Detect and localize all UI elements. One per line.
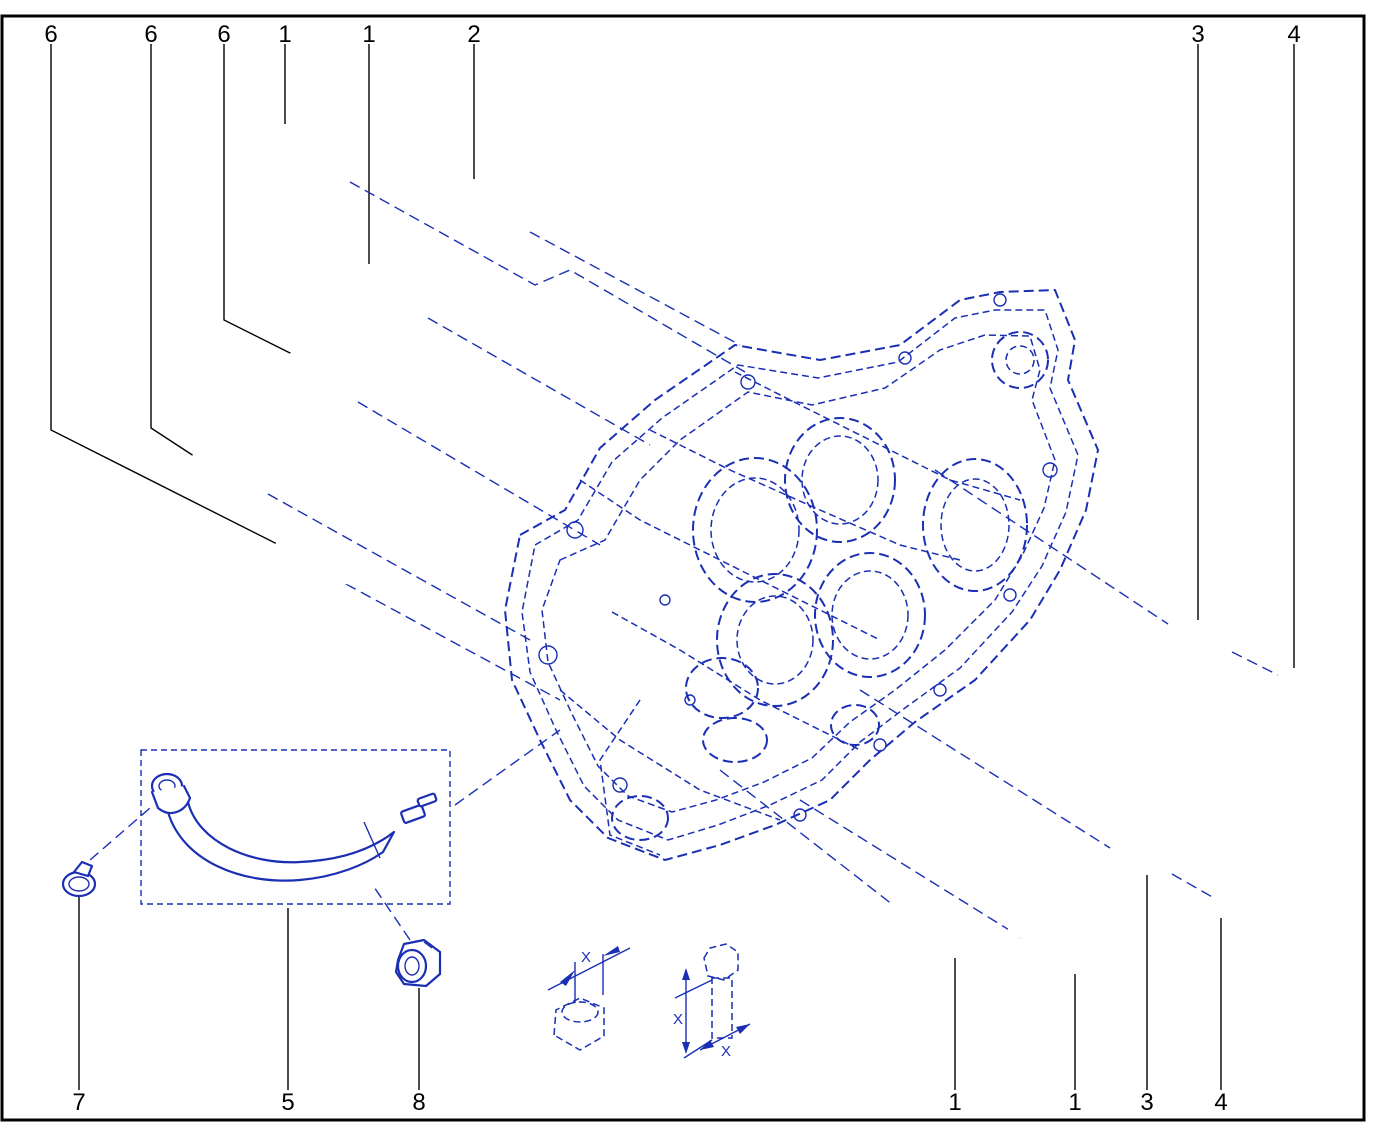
dimension-x-label: X (581, 949, 591, 966)
stud-3 (1113, 842, 1173, 878)
breather-hose-assembly (140, 749, 451, 905)
callout-6: 6 (144, 21, 157, 48)
callout-1: 1 (362, 21, 375, 48)
callout-1: 1 (278, 21, 291, 48)
hose-clamp-7 (61, 860, 97, 898)
bolt-6 (187, 442, 294, 503)
callout-2: 2 (467, 21, 480, 48)
bolt-dimension-legend: X X (673, 943, 751, 1060)
bolt-1 (1003, 911, 1108, 982)
stud-3 (1171, 620, 1231, 656)
callout-1: 1 (948, 1089, 961, 1116)
connector-8 (394, 938, 442, 988)
callout-8: 8 (412, 1089, 425, 1116)
diagram-frame (0, 14, 1366, 1122)
callout-7: 7 (72, 1089, 85, 1116)
transmission-housing (504, 289, 1099, 861)
callout-6: 6 (44, 21, 57, 48)
callout-3: 3 (1140, 1089, 1153, 1116)
nut-4 (1210, 892, 1236, 918)
dimension-x-label: X (673, 1011, 683, 1028)
callout-4: 4 (1214, 1089, 1227, 1116)
bolt-1 (339, 256, 444, 324)
callout-labels: 6 6 6 1 1 2 3 4 7 5 8 1 1 3 4 (44, 21, 1300, 1116)
bolt-2 (445, 172, 551, 237)
bolt-1 (881, 895, 986, 966)
nut-dimension-legend: X (547, 946, 631, 1051)
callout-6: 6 (217, 21, 230, 48)
callout-1: 1 (1068, 1089, 1081, 1116)
nut-4 (1275, 673, 1301, 699)
dimension-x-label: X (721, 1043, 731, 1060)
callout-3: 3 (1191, 21, 1204, 48)
callout-5: 5 (281, 1089, 294, 1116)
assembly-axis-lines (89, 181, 1279, 941)
bolt-6 (279, 349, 385, 414)
bolt-1 (254, 115, 359, 189)
callout-leaders (50, 44, 1295, 1090)
bolt-6 (269, 532, 375, 599)
line-art: X X X (61, 115, 1301, 1060)
callout-4: 4 (1287, 21, 1300, 48)
